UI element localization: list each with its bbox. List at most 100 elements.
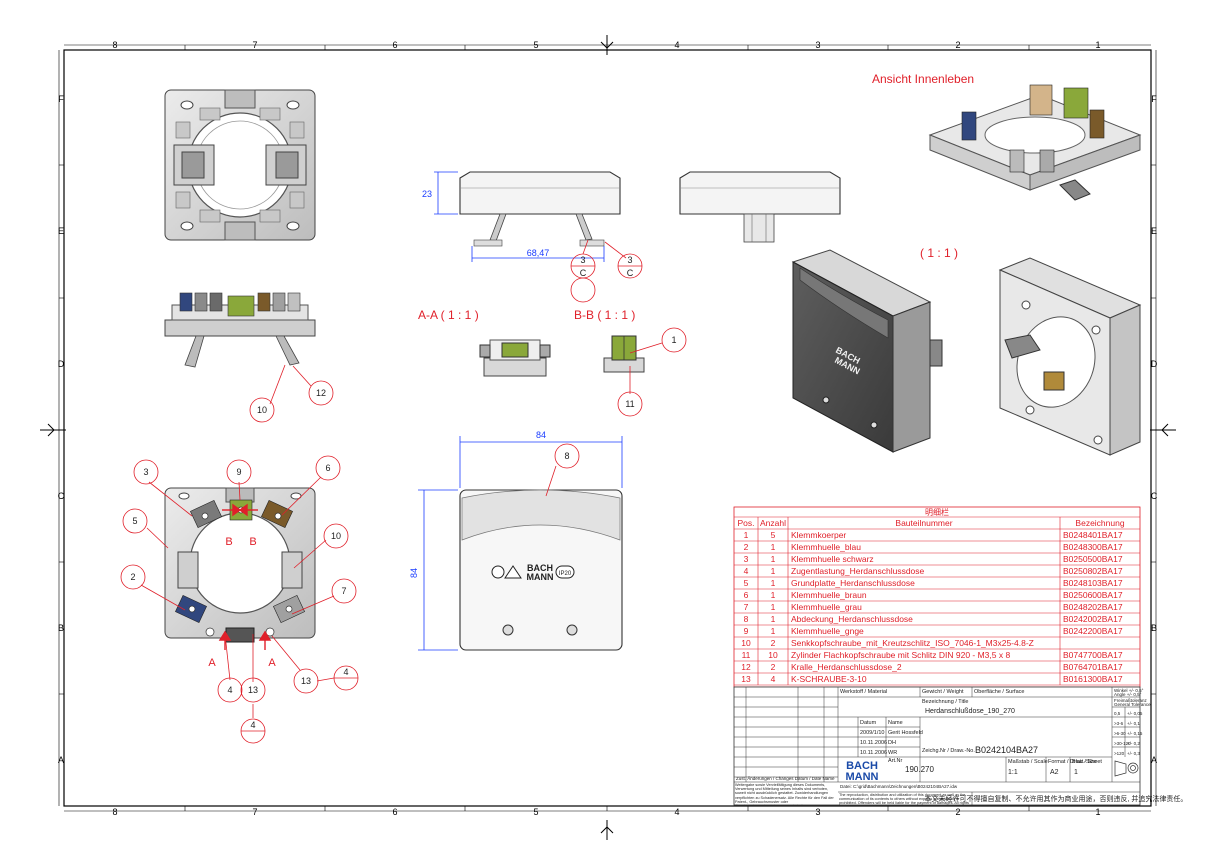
dim-height-23: 23 [422,189,432,199]
balloon-3: 3 [143,467,148,477]
col-label-1: 1 [1095,40,1100,50]
bom-cell-bauteil: Klemmhuelle_gnge [791,626,864,636]
tb-massstab: 1:1 [1008,769,1018,776]
bom-cell-bauteil: Klemmhuelle_braun [791,590,867,600]
tb-tol-h1: Winkel +/- 0,5° [1114,688,1144,693]
bom-cell-anzahl: 1 [771,542,776,552]
balloons [120,239,687,744]
section-mark-b1: B [225,536,232,548]
bom-cell-anzahl: 2 [771,638,776,648]
balloon-8: 8 [564,451,569,461]
balloon-13b: 13 [301,676,311,686]
bom-cell-pos: 11 [742,650,751,660]
balloon-3a: 3 [580,255,585,265]
tol-range: 0,5 [1114,711,1121,716]
bom-cell-bauteil: Zylinder Flachkopfschraube mit Schlitz D… [791,650,1010,660]
bom-cell-pos: 13 [741,674,751,684]
row-label-E: E [58,226,64,236]
bom-cell-bezeichnung: B0161300BA17 [1063,674,1123,684]
balloon-10a: 10 [257,405,267,415]
tb-row3-date: 10.11.2006 [860,750,887,756]
bom-cell-bezeichnung: B0248103BA17 [1063,578,1123,588]
col-label-8: 8 [112,40,117,50]
tb-row3-name: WR [888,750,897,756]
bom-cell-anzahl: 2 [771,662,776,672]
balloon-5: 5 [132,516,137,526]
dim-width-6847: 68,47 [527,248,550,258]
row-label-right-F: F [1151,94,1157,104]
bom-cell-bezeichnung: B0242200BA17 [1063,626,1123,636]
row-label-right-B: B [1151,623,1157,633]
balloon-c1: C [580,268,587,278]
cover-side-view: 23 68,47 [422,171,621,262]
bom-cell-bauteil: Klemmhuelle_grau [791,602,862,612]
bom-cell-bauteil: Grundplatte_Herdanschlussdose [791,578,915,588]
iso-interior-view [928,84,1142,201]
tb-datei: Datei: C:\grid\Bachmann\Zeichnungen\B024… [840,784,958,789]
bom-cell-anzahl: 1 [771,578,776,588]
tb-tol-h4: General Tolerance [1114,702,1151,707]
col-label-7: 7 [252,40,257,50]
tb-datum-label: Datum [860,720,877,726]
tol-range: >30-120 [1114,741,1131,746]
tb-row2-date: 10.11.2006 [860,740,887,746]
balloon-10b: 10 [331,531,341,541]
col-label-6: 6 [392,40,397,50]
tb-zeich-no: B0242104BA27 [975,745,1038,755]
tb-werkstoff-label: Werkstoff / Material [840,689,887,695]
col-label-bottom-4: 4 [674,807,679,817]
section-mark-a2: A [268,657,276,669]
tb-blatt-label: Blatt / Sheet [1072,759,1102,765]
tb-row1-name: Gerit Hossfeld [888,730,923,736]
label-section-bb: B-B ( 1 : 1 ) [574,308,635,322]
col-label-bottom-2: 2 [955,807,960,817]
label-interior-view: Ansicht Innenleben [872,72,974,86]
tol-value: +/- 0,2 [1127,741,1140,746]
label-section-aa: A-A ( 1 : 1 ) [418,308,479,322]
bom-cell-anzahl: 1 [771,566,776,576]
tb-tol-h2: Angle +/- 0,5° [1114,692,1142,697]
bom-cell-bauteil: Klemmkoerper [791,530,846,540]
bom-header-bauteil: Bauteilnummer [895,518,952,528]
col-label-2: 2 [955,40,960,50]
row-label-right-C: C [1151,491,1158,501]
bom-cell-pos: 4 [744,566,749,576]
col-label-bottom-5: 5 [533,807,538,817]
bom-cell-bezeichnung: B0248300BA17 [1063,542,1123,552]
bom-cell-bauteil: Abdeckung_Herdanschlussdose [791,614,913,624]
bom-header-anzahl: Anzahl [760,518,786,528]
tb-format: A2 [1050,769,1059,776]
section-mark-a1: A [208,657,216,669]
base-plate-top-view [164,89,316,241]
balloon-6: 6 [325,463,330,473]
bom-cell-anzahl: 5 [771,530,776,540]
balloon-numbers: 3 C 3 C 1 11 10 12 3 9 6 5 10 2 7 8 4 13… [130,255,676,730]
tb-rev-header: Zust. Änderungen / Changes Datum / Date … [736,775,835,781]
bom-cell-pos: 5 [744,578,749,588]
tb-company-line2: MANN [846,771,879,783]
row-label-right-A: A [1151,755,1157,765]
legal-text-de: Weitergabe sowie Vervielfältigung dieses… [735,783,834,805]
cover-side-view-2 [679,171,841,243]
bom-cell-pos: 2 [744,542,749,552]
bom-cell-bezeichnung: B0248202BA17 [1063,602,1123,612]
tb-art-no: 190.270 [905,765,934,774]
tol-value: +/- 0,1 [1127,721,1140,726]
bom-cell-anzahl: 1 [771,554,776,564]
balloon-7: 7 [341,586,346,596]
tb-oberflaeche-label: Oberfläche / Surface [974,689,1024,695]
balloon-4c: 4 [250,720,255,730]
row-label-B: B [58,623,64,633]
row-label-D: D [58,359,65,369]
tol-value: +/- 0,05 [1127,711,1143,716]
bom-cell-pos: 3 [744,554,749,564]
section-bb-view [603,335,645,373]
balloon-3b: 3 [627,255,632,265]
tb-zeich-label: Zeichg.Nr / Draw.-No. [922,748,975,754]
balloon-12: 12 [316,388,326,398]
logo-brand-line2: MANN [527,572,554,582]
logo-ip-rating: IP20 [559,571,572,577]
bom-header-pos: Pos. [737,518,754,528]
tb-gewicht-label: Gewicht / Weight [922,689,964,695]
